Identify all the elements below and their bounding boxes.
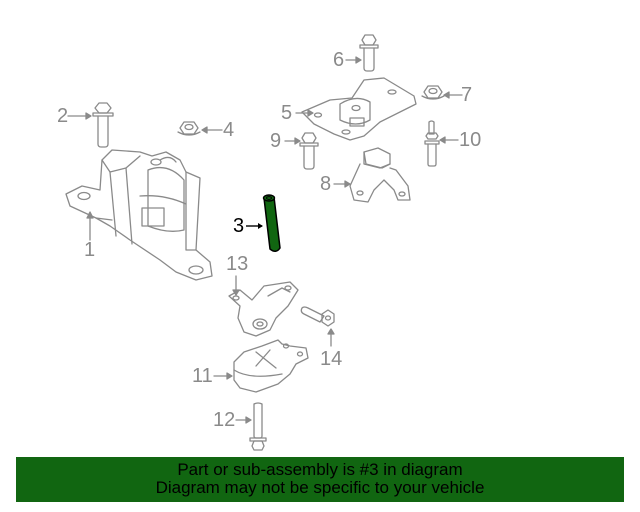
part-1-engine-mount[interactable] — [65, 149, 213, 281]
part-6-bolt[interactable] — [359, 34, 379, 72]
callout-9[interactable]: 9 — [270, 130, 282, 152]
part-9-bolt[interactable] — [299, 132, 319, 170]
callout-1[interactable]: 1 — [84, 239, 96, 261]
callout-8[interactable]: 8 — [320, 173, 332, 195]
callout-14[interactable]: 14 — [320, 348, 343, 370]
banner-line-disclaimer: Diagram may not be specific to your vehi… — [155, 478, 485, 497]
part-10-stud[interactable] — [424, 120, 440, 167]
callout-4[interactable]: 4 — [223, 119, 235, 141]
part-13-bracket[interactable] — [228, 281, 299, 337]
part-2-bolt[interactable] — [92, 102, 114, 148]
part-info-banner: Part or sub-assembly is #3 in diagram Di… — [16, 457, 624, 502]
callout-5[interactable]: 5 — [281, 102, 293, 124]
callout-7[interactable]: 7 — [461, 84, 473, 106]
callout-6[interactable]: 6 — [333, 49, 345, 71]
part-8-bracket[interactable] — [349, 147, 411, 203]
callout-13[interactable]: 13 — [226, 253, 249, 275]
part-7-nut[interactable] — [421, 85, 445, 100]
callout-11[interactable]: 11 — [192, 365, 213, 387]
part-5-plate[interactable] — [301, 77, 417, 141]
part-11-mount[interactable] — [233, 339, 309, 393]
callout-12[interactable]: 12 — [213, 409, 236, 431]
part-14-bolt[interactable] — [300, 306, 335, 327]
callout-2[interactable]: 2 — [57, 105, 69, 127]
part-4-nut[interactable] — [177, 121, 201, 136]
part-3-pin-highlighted[interactable] — [262, 194, 281, 252]
callout-10[interactable]: 10 — [459, 129, 482, 151]
part-12-bolt[interactable] — [249, 402, 267, 451]
callout-3[interactable]: 3 — [233, 215, 245, 237]
banner-line-part: Part or sub-assembly is #3 in diagram — [177, 460, 463, 479]
